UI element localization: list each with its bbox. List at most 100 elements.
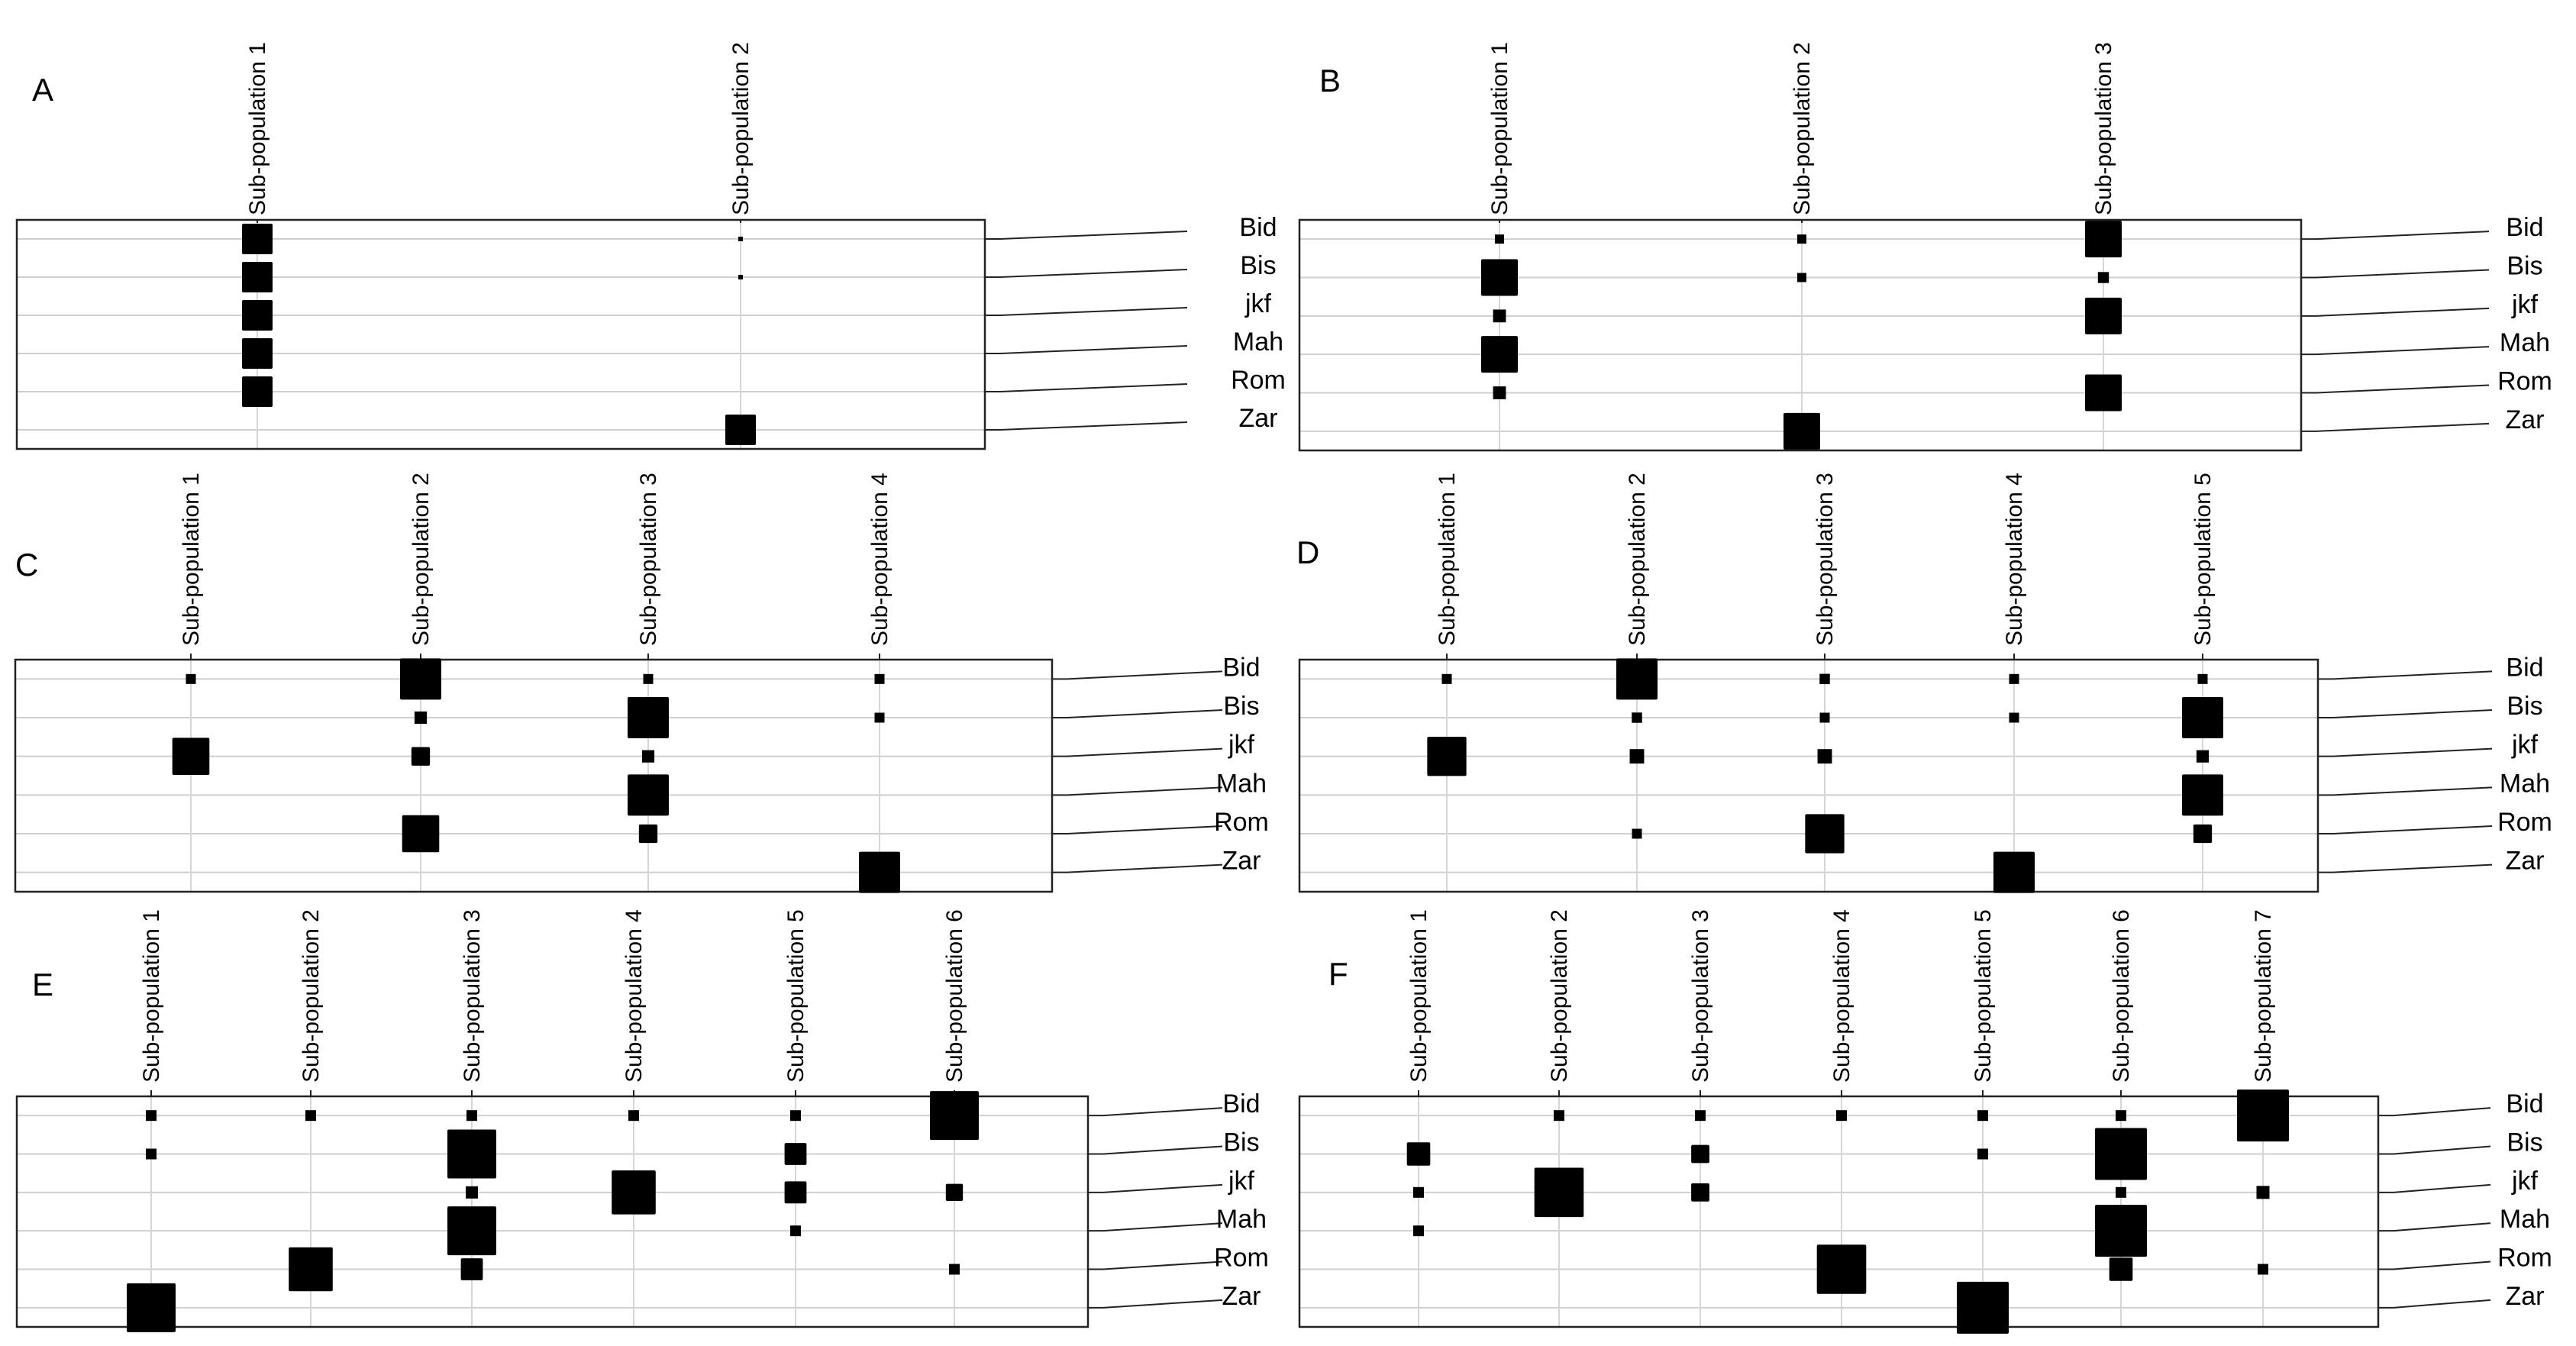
data-square (305, 1110, 316, 1122)
data-square (1427, 737, 1467, 776)
column-label: Sub-population 2 (1547, 909, 1572, 1083)
data-square (628, 774, 669, 816)
data-square (402, 815, 440, 853)
data-square (612, 1170, 656, 1215)
data-square (1413, 1186, 1424, 1198)
column-label: Sub-population 7 (2251, 909, 2276, 1083)
row-label-bid: Bid (2506, 1089, 2543, 1118)
row-label-rom: Rom (1231, 366, 1286, 395)
data-square (930, 1091, 979, 1141)
column-label: Sub-population 1 (1435, 473, 1460, 646)
data-square (1957, 1281, 2009, 1334)
data-square (447, 1206, 496, 1256)
row-connector (1067, 670, 1223, 680)
panel-letter: C (15, 547, 38, 583)
data-square (2009, 712, 2019, 723)
data-square (784, 1143, 807, 1165)
data-square (242, 300, 273, 331)
data-square (1797, 273, 1806, 282)
column-label: Sub-population 1 (1487, 42, 1512, 215)
row-label-jkf: jkf (2511, 1167, 2539, 1196)
data-square (1534, 1167, 1584, 1218)
data-square (400, 658, 441, 700)
row-label-zar: Zar (2506, 847, 2545, 876)
row-connector (2316, 384, 2490, 394)
data-square (1493, 386, 1506, 399)
data-square (2116, 1110, 2126, 1122)
row-label-mah: Mah (1216, 769, 1267, 798)
data-square (874, 673, 885, 684)
data-square (1977, 1148, 1988, 1160)
panel-letter: F (1328, 956, 1348, 992)
row-connector (2316, 346, 2490, 356)
row-connector (999, 269, 1188, 278)
column-label: Sub-population 1 (245, 42, 270, 215)
data-square (2009, 673, 2019, 684)
row-label-bid: Bid (1239, 213, 1277, 242)
row-connector (1102, 1222, 1223, 1232)
data-square (1784, 412, 1820, 450)
data-square (411, 747, 431, 766)
row-connector (1067, 863, 1223, 873)
data-square (1805, 814, 1845, 854)
row-label-bid: Bid (2506, 213, 2543, 242)
data-square (1993, 851, 2035, 893)
data-square (1816, 1244, 1867, 1294)
data-square (242, 376, 273, 407)
row-label-jkf: jkf (1244, 289, 1272, 318)
row-connector (2332, 670, 2493, 680)
data-square (1616, 658, 1658, 700)
data-square (2193, 824, 2213, 844)
column-label: Sub-population 6 (2109, 909, 2134, 1083)
row-label-rom: Rom (1214, 808, 1269, 837)
row-label-bis: Bis (2507, 692, 2542, 721)
data-square (2097, 272, 2110, 283)
column-label: Sub-population 3 (1688, 909, 1713, 1083)
data-square (790, 1225, 801, 1237)
row-connector (1102, 1183, 1223, 1193)
data-square (738, 237, 743, 241)
row-label-bis: Bis (1223, 1128, 1259, 1157)
row-label-rom: Rom (2497, 808, 2552, 837)
row-connector (1067, 747, 1223, 757)
data-square (242, 338, 273, 369)
row-connector (2316, 269, 2490, 279)
data-square (1797, 234, 1806, 244)
data-square (466, 1110, 477, 1122)
data-square (638, 824, 658, 844)
row-label-mah: Mah (2500, 1205, 2550, 1234)
data-square (2085, 221, 2122, 258)
data-square (2258, 1264, 2268, 1275)
plot-frame (15, 218, 986, 450)
column-label: Sub-population 5 (1971, 909, 1996, 1083)
data-square (146, 1110, 157, 1122)
row-connector (999, 345, 1188, 354)
row-connector (2393, 1299, 2491, 1309)
row-label-zar: Zar (1239, 404, 1278, 433)
row-connector (999, 383, 1188, 392)
data-square (1977, 1110, 1988, 1122)
row-label-jkf: jkf (1228, 1167, 1255, 1196)
row-label-mah: Mah (2500, 328, 2550, 357)
plot-frame (1298, 658, 2319, 893)
row-label-bid: Bid (1222, 1089, 1260, 1118)
column-label: Sub-population 2 (408, 473, 434, 646)
row-label-zar: Zar (1222, 1282, 1261, 1311)
panel-letter: E (32, 967, 53, 1002)
row-connector (999, 231, 1188, 240)
data-square (1413, 1225, 1424, 1237)
data-square (1691, 1144, 1709, 1164)
data-square (2116, 1186, 2126, 1198)
data-square (2237, 1089, 2289, 1142)
row-label-rom: Rom (2497, 367, 2552, 396)
data-square (784, 1181, 807, 1204)
row-connector (2316, 231, 2490, 240)
row-label-bis: Bis (2507, 252, 2542, 281)
column-label: Sub-population 2 (299, 909, 324, 1083)
plot-frame (1298, 218, 2303, 452)
